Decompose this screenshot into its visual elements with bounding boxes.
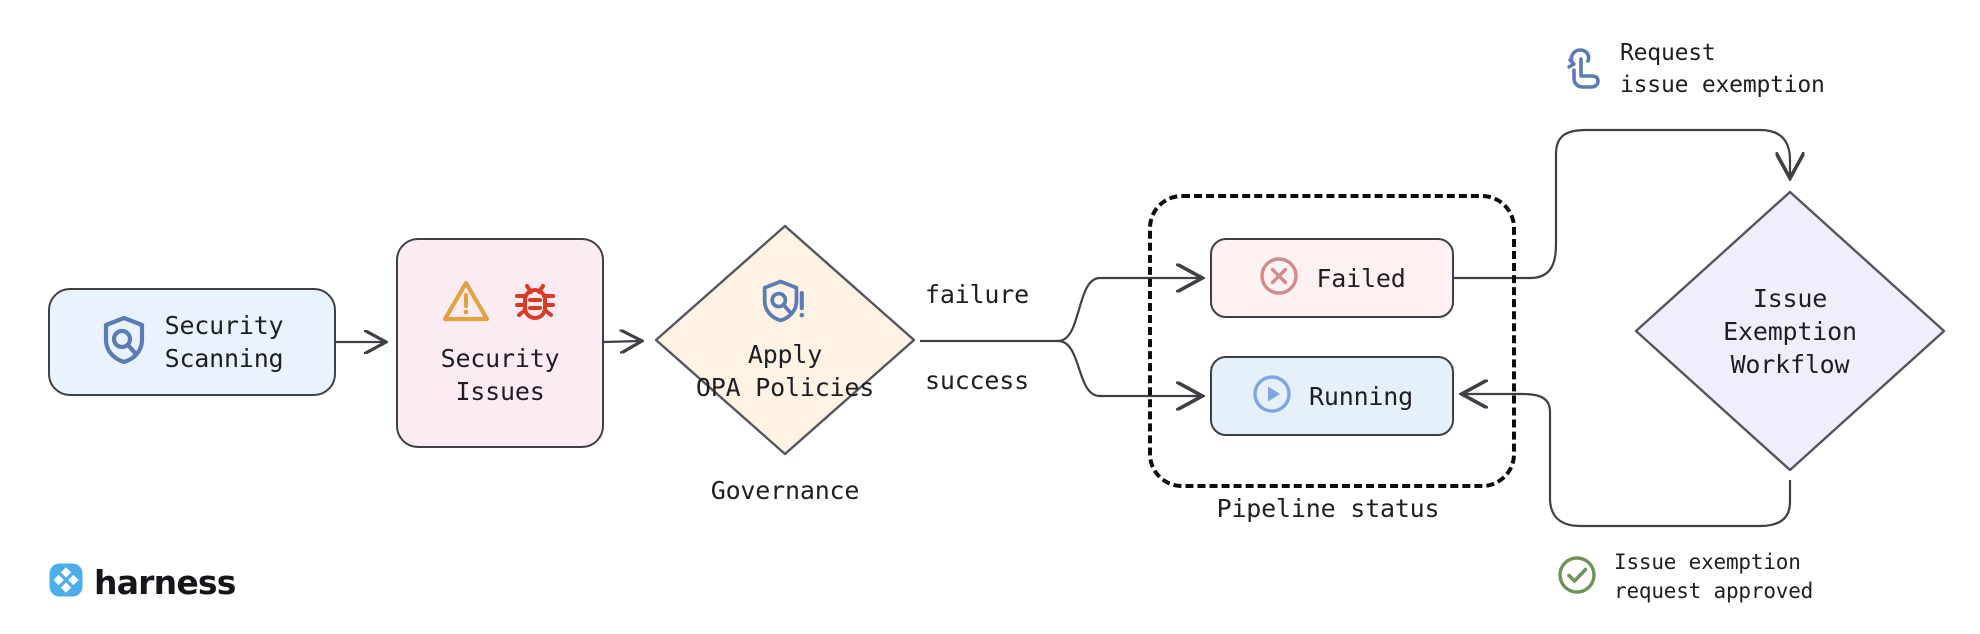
- edge-label-success: success: [925, 366, 1029, 395]
- annotation-request-approved-label: Issue exemption request approved: [1614, 550, 1814, 603]
- shield-search-icon: [101, 315, 147, 369]
- node-issue-exemption-workflow[interactable]: Issue Exemption Workflow: [1630, 186, 1950, 476]
- node-security-scanning[interactable]: Security Scanning: [48, 288, 336, 396]
- node-security-issues-label: Security Issues: [440, 344, 560, 406]
- annotation-request-exemption: Request issue exemption: [1564, 38, 1825, 101]
- node-status-failed-label: Failed: [1316, 263, 1406, 293]
- annotation-request-exemption-label: Request issue exemption: [1620, 40, 1825, 98]
- annotation-request-approved: Issue exemption request approved: [1556, 548, 1813, 606]
- node-security-scanning-label: Security Scanning: [164, 311, 284, 373]
- caption-pipeline-status: Pipeline status: [1216, 494, 1440, 523]
- node-apply-opa-policies[interactable]: Apply OPA Policies: [650, 220, 920, 460]
- bug-icon: [512, 278, 558, 328]
- node-status-running-label: Running: [1309, 381, 1413, 411]
- warning-triangle-icon: [442, 279, 490, 327]
- circle-play-icon: [1251, 373, 1293, 419]
- click-hand-icon: [1564, 46, 1604, 94]
- node-status-running[interactable]: Running: [1210, 356, 1454, 436]
- brand-harness: harness: [48, 562, 236, 602]
- node-security-issues[interactable]: Security Issues: [396, 238, 604, 448]
- brand-harness-wordmark: harness: [94, 562, 236, 602]
- edge-label-failure: failure: [925, 280, 1029, 309]
- harness-logo-icon: [48, 562, 84, 602]
- cluster-pipeline-status: [1148, 194, 1516, 488]
- circle-x-icon: [1258, 255, 1300, 301]
- caption-governance: Governance: [710, 476, 860, 505]
- node-status-failed[interactable]: Failed: [1210, 238, 1454, 318]
- check-circle-icon: [1556, 554, 1598, 600]
- security-issues-icon-row: [442, 278, 558, 328]
